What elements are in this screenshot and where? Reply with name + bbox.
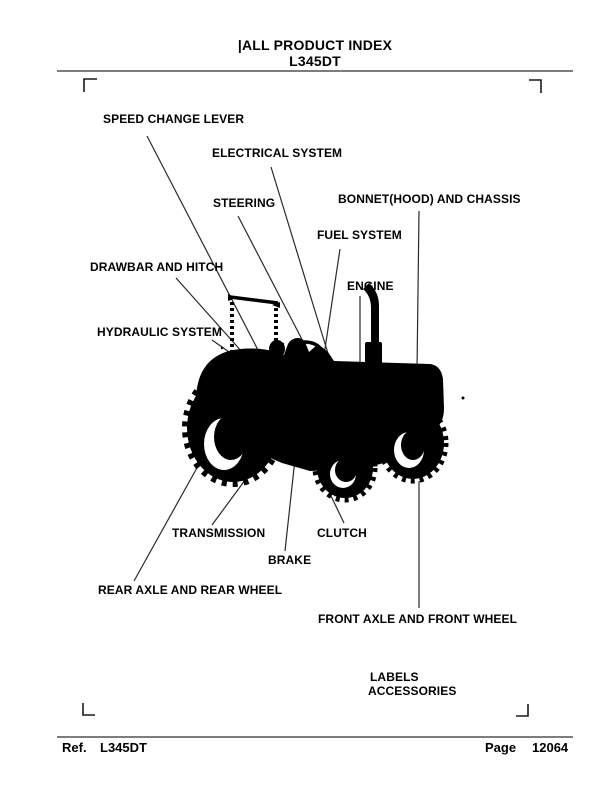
steering-column — [290, 355, 299, 367]
footer-page-label: Page — [485, 740, 517, 755]
callout-rear-axle-rear-wheel: REAR AXLE AND REAR WHEEL — [98, 583, 283, 597]
cropmark-top-left — [83, 78, 97, 92]
leader-electrical-system — [270, 166, 331, 361]
print-speck — [220, 346, 224, 350]
print-speck — [461, 396, 465, 400]
mid-wheel-lugs — [312, 433, 378, 503]
page-title: |ALL PRODUCT INDEX — [237, 37, 393, 53]
front-wheel-hub — [401, 430, 425, 460]
callout-brake: BRAKE — [268, 553, 312, 567]
leader-fuel-system — [322, 248, 341, 363]
callout-transmission: TRANSMISSION — [172, 526, 266, 540]
tractor-exhaust-pipe — [363, 283, 379, 346]
callout-clutch: CLUTCH — [317, 526, 367, 540]
print-speck — [281, 342, 285, 346]
footer-ref-label: Ref. — [62, 740, 87, 755]
footer-page-value: 12064 — [532, 740, 569, 755]
leader-clutch — [330, 495, 345, 524]
leader-speed-change-lever — [146, 135, 259, 351]
leader-brake — [284, 458, 296, 552]
callout-engine: ENGINE — [347, 279, 394, 293]
callout-front-axle-front-wheel: FRONT AXLE AND FRONT WHEEL — [318, 612, 518, 626]
cropmark-top-right — [529, 79, 542, 93]
leader-steering — [237, 215, 309, 352]
cropmark-bottom-left — [82, 703, 95, 716]
tractor-steering-wheel — [286, 340, 322, 360]
callout-fuel-system: FUEL SYSTEM — [317, 228, 402, 242]
model-number: L345DT — [289, 53, 341, 69]
mid-wheel-hub — [335, 458, 357, 482]
footer-rule — [57, 736, 573, 738]
callout-speed-change-lever: SPEED CHANGE LEVER — [103, 112, 245, 126]
callout-drawbar-hitch: DRAWBAR AND HITCH — [90, 260, 224, 274]
leader-rear-axle — [133, 456, 204, 582]
callout-steering: STEERING — [213, 196, 276, 210]
cropmark-bottom-right — [516, 704, 529, 717]
front-wheel-lugs — [377, 402, 449, 484]
rollbar-end-left — [228, 294, 236, 301]
tractor-silhouette-icon — [182, 283, 465, 503]
rollbar-end-right — [272, 302, 280, 308]
tractor-rollbar-top-bar — [229, 295, 279, 305]
tractor-seat — [269, 340, 285, 358]
callout-hydraulic-system: HYDRAULIC SYSTEM — [97, 325, 222, 339]
callout-labels: LABELS — [370, 670, 419, 684]
footer-ref-value: L345DT — [100, 740, 147, 755]
callout-accessories: ACCESSORIES — [368, 684, 457, 698]
rear-wheel-lugs — [182, 369, 284, 487]
leader-bonnet-chassis — [416, 210, 420, 372]
rear-wheel-hub — [214, 414, 248, 460]
header-rule — [57, 70, 573, 72]
callout-electrical-system: ELECTRICAL SYSTEM — [212, 146, 343, 160]
callout-bonnet-chassis: BONNET(HOOD) AND CHASSIS — [338, 192, 521, 206]
